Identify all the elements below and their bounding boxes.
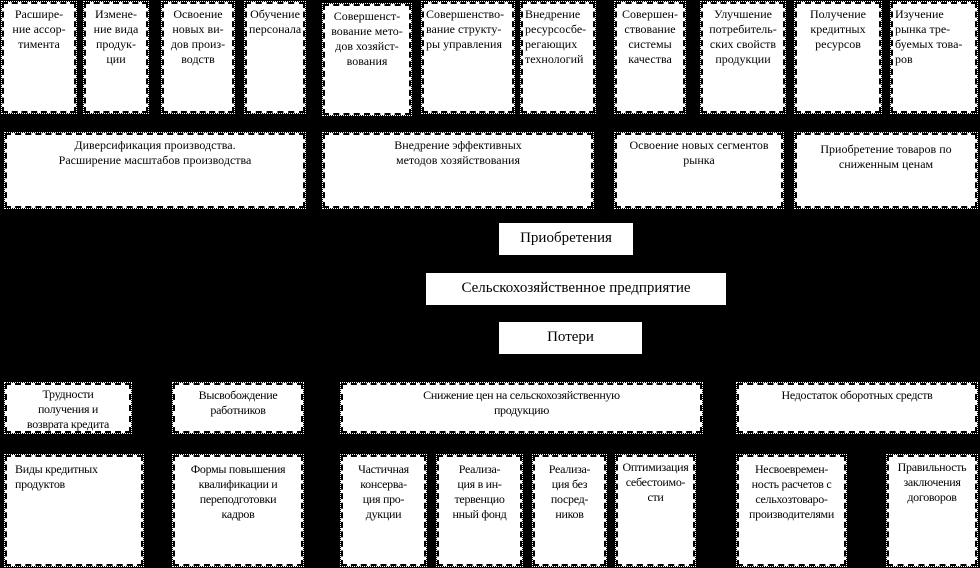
gains-box: Приобретения [498, 222, 634, 256]
measure-box: Совершен- ствование системы качества [614, 1, 686, 114]
goal-box: Освоение новых сегментов рынка [614, 132, 784, 209]
loss-box: Недостаток оборотных средств [736, 382, 978, 434]
goal-box: Внедрение эффективных методов хозяйствов… [322, 132, 594, 209]
solution-box: Несвоевремен- ность расчетов с сельхозто… [736, 454, 847, 567]
loss-box: Высвобождение работников [172, 382, 304, 434]
solution-box: Реализа- ция в ин- тервенцио нный фонд [436, 454, 523, 567]
goal-box: Приобретение товаров по сниженным ценам [794, 132, 978, 209]
solution-box: Виды кредитных продуктов [4, 454, 144, 567]
measure-box: Обучение персонала [244, 1, 306, 114]
measure-box: Улучшение потребитель- ских свойств прод… [700, 1, 786, 114]
losses-box: Потери [498, 321, 643, 355]
measure-box: Расшире- ние ассор- тимента [1, 1, 77, 114]
measure-box: Совершенство- вание структу- ры управлен… [421, 1, 515, 114]
solution-box: Частичная консерва- ция про- дукции [340, 454, 427, 567]
measure-box: Получение кредитных ресурсов [794, 1, 882, 114]
solution-box: Правильность заключения договоров [886, 454, 978, 567]
measure-box: Измене- ние вида продук- ции [83, 1, 149, 114]
measure-box: Освоение новых ви- дов произ- водств [161, 1, 235, 114]
measure-box: Совершенст- вование мето- дов хозяйст- в… [322, 3, 412, 116]
loss-box: Трудности получения и возврата кредита [4, 382, 132, 434]
solution-box: Формы повышения квалификации и переподго… [172, 454, 304, 567]
solution-box: Оптимизация себестоимо- сти [615, 454, 696, 567]
solution-box: Реализа- ция без посред- ников [532, 454, 607, 567]
enterprise-box: Сельскохозяйственное предприятие [425, 272, 727, 306]
measure-box: Изучение рынка тре- буемых това- ров [890, 1, 978, 114]
goal-box: Диверсификация производства. Расширение … [4, 132, 306, 209]
measure-box: Внедрение ресурсосбе- регающих технологи… [520, 1, 596, 114]
loss-box: Снижение цен на сельскохозяйственную про… [340, 382, 703, 434]
